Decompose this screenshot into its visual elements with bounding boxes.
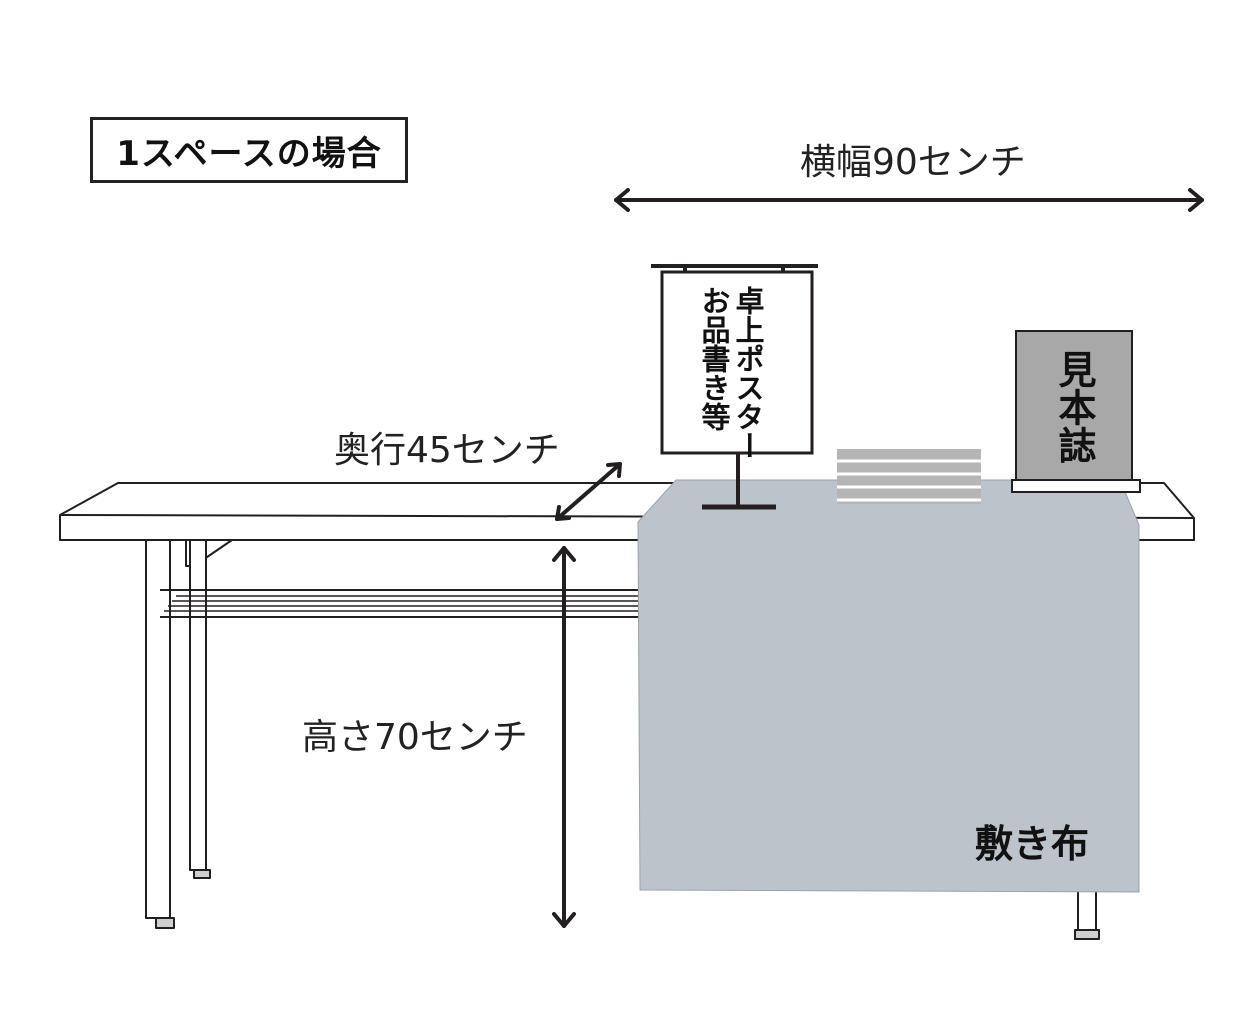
height-label: 高さ70センチ [302,717,528,758]
height-arrow [552,546,576,928]
title-label: 1スペースの場合 [116,133,382,174]
table-leg-right [1077,887,1097,935]
cloth-label: 敷き布 [975,822,1090,866]
title-box: 1スペースの場合 [90,117,408,183]
poster-text-line1: 卓上ポスター [731,286,765,460]
poster-text-line2: お品書き等 [697,286,731,431]
width-label: 横幅90センチ [800,142,1026,183]
width-arrow [614,188,1204,212]
table-shelf [160,589,640,618]
sample-book-label: 見本誌 [1052,350,1096,464]
book-stack [837,449,981,504]
sample-book-stand [1011,330,1141,493]
depth-label: 奥行45センチ [334,430,560,471]
poster-stand [651,264,818,510]
table-leg-front-left [145,539,171,919]
depth-arrow [555,462,622,521]
